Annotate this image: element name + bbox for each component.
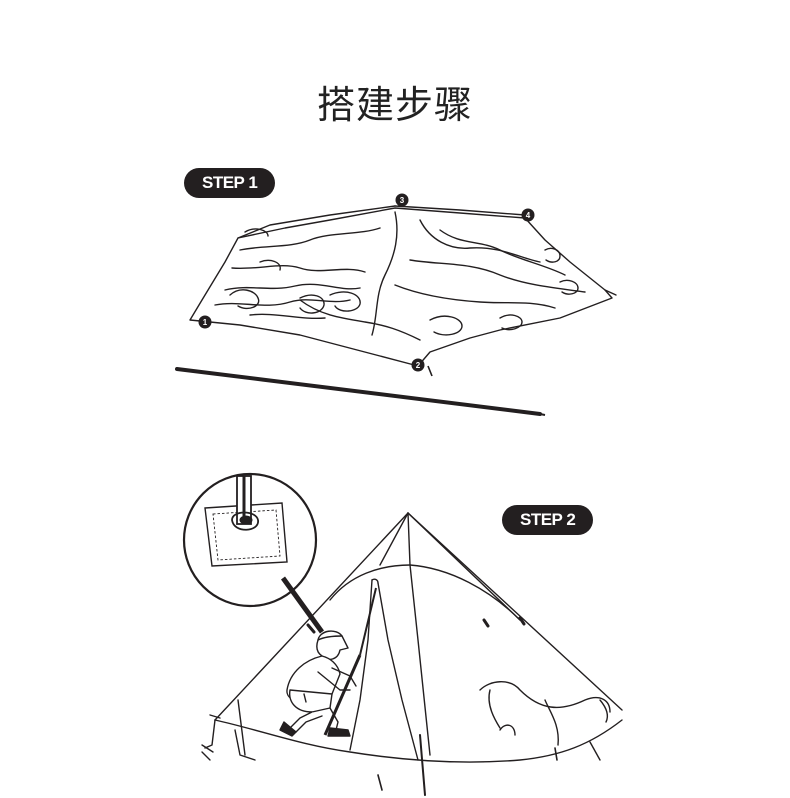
tent-pole-in-use: [323, 654, 362, 736]
stake-marker-2: 2: [411, 358, 425, 372]
step-2-badge: STEP 2: [502, 505, 594, 535]
tent-pole-tip: [539, 413, 546, 416]
stake-marker-3: 3: [395, 193, 409, 207]
step-1-badge: STEP 1: [184, 168, 276, 198]
ground-stake: [427, 365, 433, 377]
page-title: 搭建步骤: [316, 83, 473, 127]
stake-marker-4: 4: [521, 208, 535, 222]
tent-pole-upper: [359, 587, 377, 656]
marker-2-label: 2: [416, 361, 421, 370]
stake-marker-1: 1: [198, 315, 212, 329]
zoom-inset: [182, 472, 318, 608]
tent-pole: [175, 367, 542, 416]
marker-1-label: 1: [203, 318, 208, 327]
person-setting-up: [279, 630, 357, 737]
marker-4-label: 4: [526, 211, 531, 220]
marker-3-label: 3: [400, 196, 405, 205]
zoom-leader-line: [280, 576, 325, 634]
bell-tent: [201, 512, 623, 796]
flat-tent-fabric: [189, 205, 617, 367]
